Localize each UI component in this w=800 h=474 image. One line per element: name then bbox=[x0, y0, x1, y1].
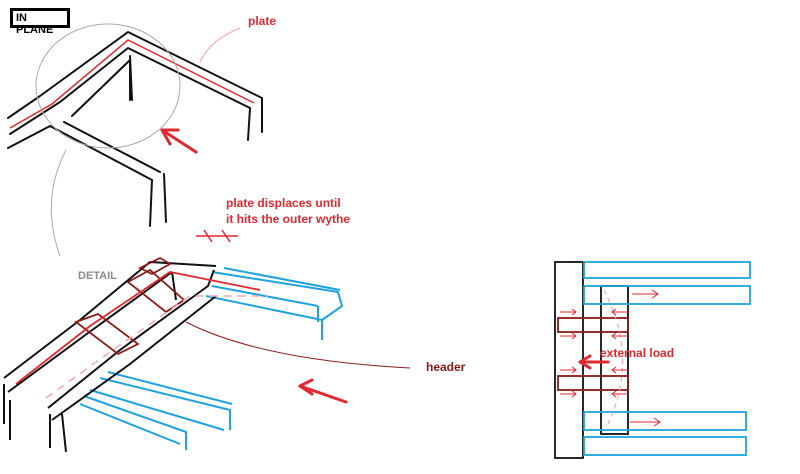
header-beams bbox=[3, 261, 217, 453]
outer-wythe bbox=[554, 261, 584, 459]
deflection-curve bbox=[603, 289, 624, 429]
load-arrow-bottom bbox=[298, 378, 348, 404]
title-box: IN PLANE bbox=[10, 8, 70, 36]
plate-label: plate bbox=[248, 14, 277, 28]
displacement-symbol bbox=[196, 229, 238, 243]
detail-connector bbox=[50, 149, 67, 257]
joists-lower bbox=[79, 371, 233, 450]
displace-label-1: plate displaces until bbox=[226, 196, 341, 210]
plate-leader bbox=[199, 27, 241, 63]
external-load-arrow bbox=[578, 354, 610, 370]
detail-circle bbox=[35, 23, 181, 149]
detail-label: DETAIL bbox=[78, 270, 117, 282]
joists-section bbox=[583, 261, 751, 456]
displace-label-2: it hits the outer wythe bbox=[226, 212, 351, 226]
top-frame-sketch bbox=[7, 31, 263, 227]
header-leader bbox=[185, 321, 411, 369]
page-title: IN PLANE bbox=[16, 12, 54, 36]
plate-line-bottom bbox=[15, 271, 261, 385]
reaction-arrows bbox=[560, 289, 661, 427]
load-arrow-top bbox=[160, 128, 198, 154]
joists-upper bbox=[205, 267, 343, 340]
header-section bbox=[557, 317, 629, 391]
header-label: header bbox=[426, 360, 466, 374]
plate-line-dashed bbox=[45, 295, 268, 399]
plate-line-top bbox=[9, 39, 255, 129]
external-load-label: external load bbox=[600, 346, 675, 360]
